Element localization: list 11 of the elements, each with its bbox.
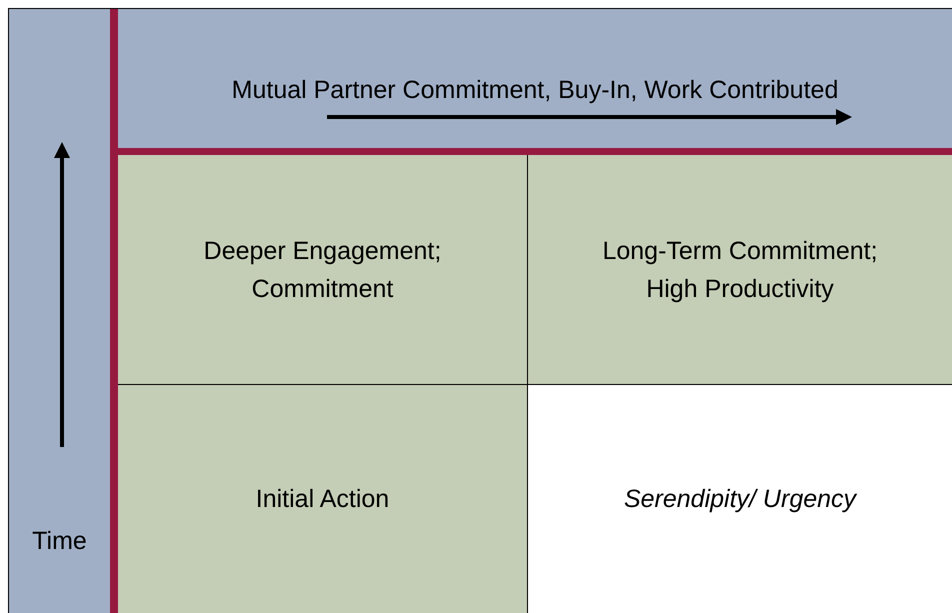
- cell-label: Long-Term Commitment; High Productivity: [601, 236, 879, 304]
- axis-label: Time: [31, 526, 88, 557]
- axis-label: Mutual Partner Commitment, Buy-In, Work Contributed: [230, 75, 840, 106]
- header-band: [118, 9, 952, 148]
- axis-column: [9, 9, 110, 613]
- quadrant-cell: [118, 385, 528, 613]
- quadrant-cell: [528, 155, 952, 385]
- cell-label: Initial Action: [254, 484, 390, 515]
- quadrant-cell: [118, 155, 528, 385]
- cell-label: Deeper Engagement; Commitment: [202, 236, 442, 304]
- cell-label: Serendipity/ Urgency: [622, 484, 858, 515]
